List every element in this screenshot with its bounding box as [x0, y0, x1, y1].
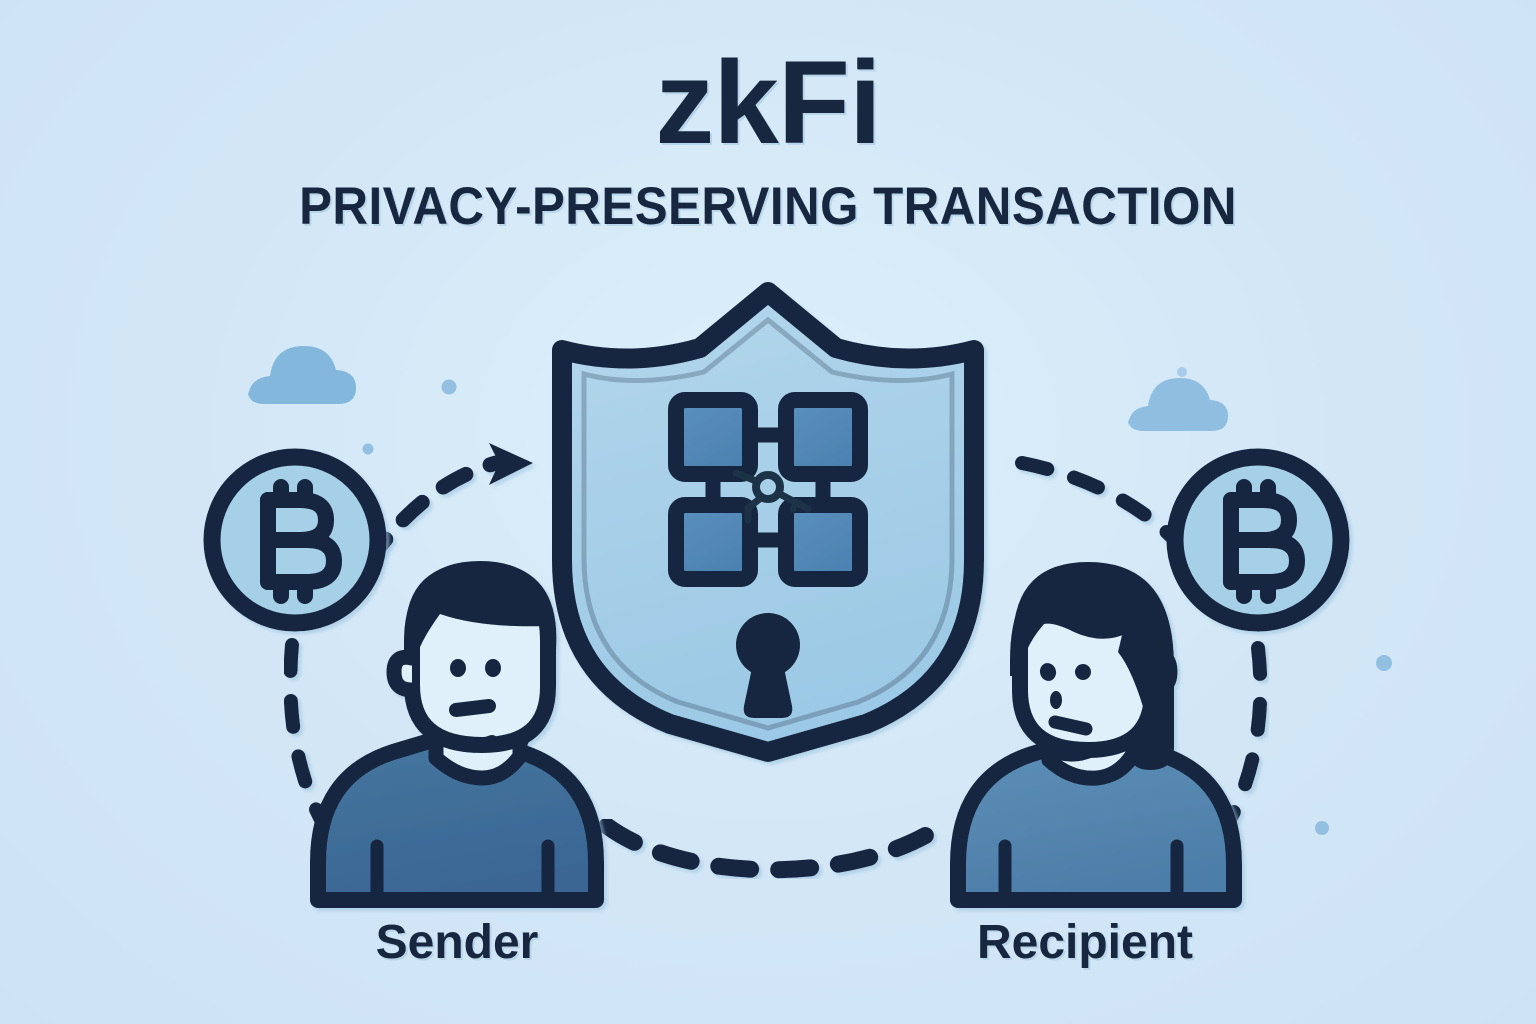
decor-dot — [1177, 367, 1187, 377]
key-icon — [732, 469, 812, 524]
sender-label: Sender — [375, 916, 539, 969]
decor-dot — [441, 379, 457, 395]
sender-avatar — [310, 561, 604, 908]
shield-icon — [552, 282, 984, 762]
recipient-avatar — [950, 562, 1242, 908]
bitcoin-coin-icon — [1166, 448, 1350, 632]
flow-path-shield-to-recipient — [1015, 456, 1215, 587]
decor-dot — [1376, 655, 1392, 671]
decor-dot — [1315, 821, 1329, 835]
cloud-icon — [1128, 378, 1228, 431]
recipient-label: Recipient — [976, 916, 1194, 969]
keyhole-icon — [736, 613, 800, 718]
cloud-icon — [248, 346, 356, 404]
decor-dot — [362, 443, 374, 455]
flow-path-sender-to-shield — [362, 443, 533, 568]
blockchain-network-icon — [668, 392, 868, 587]
flow-path-sender-to-recipient — [598, 817, 947, 879]
bitcoin-coin-icon — [203, 448, 387, 632]
